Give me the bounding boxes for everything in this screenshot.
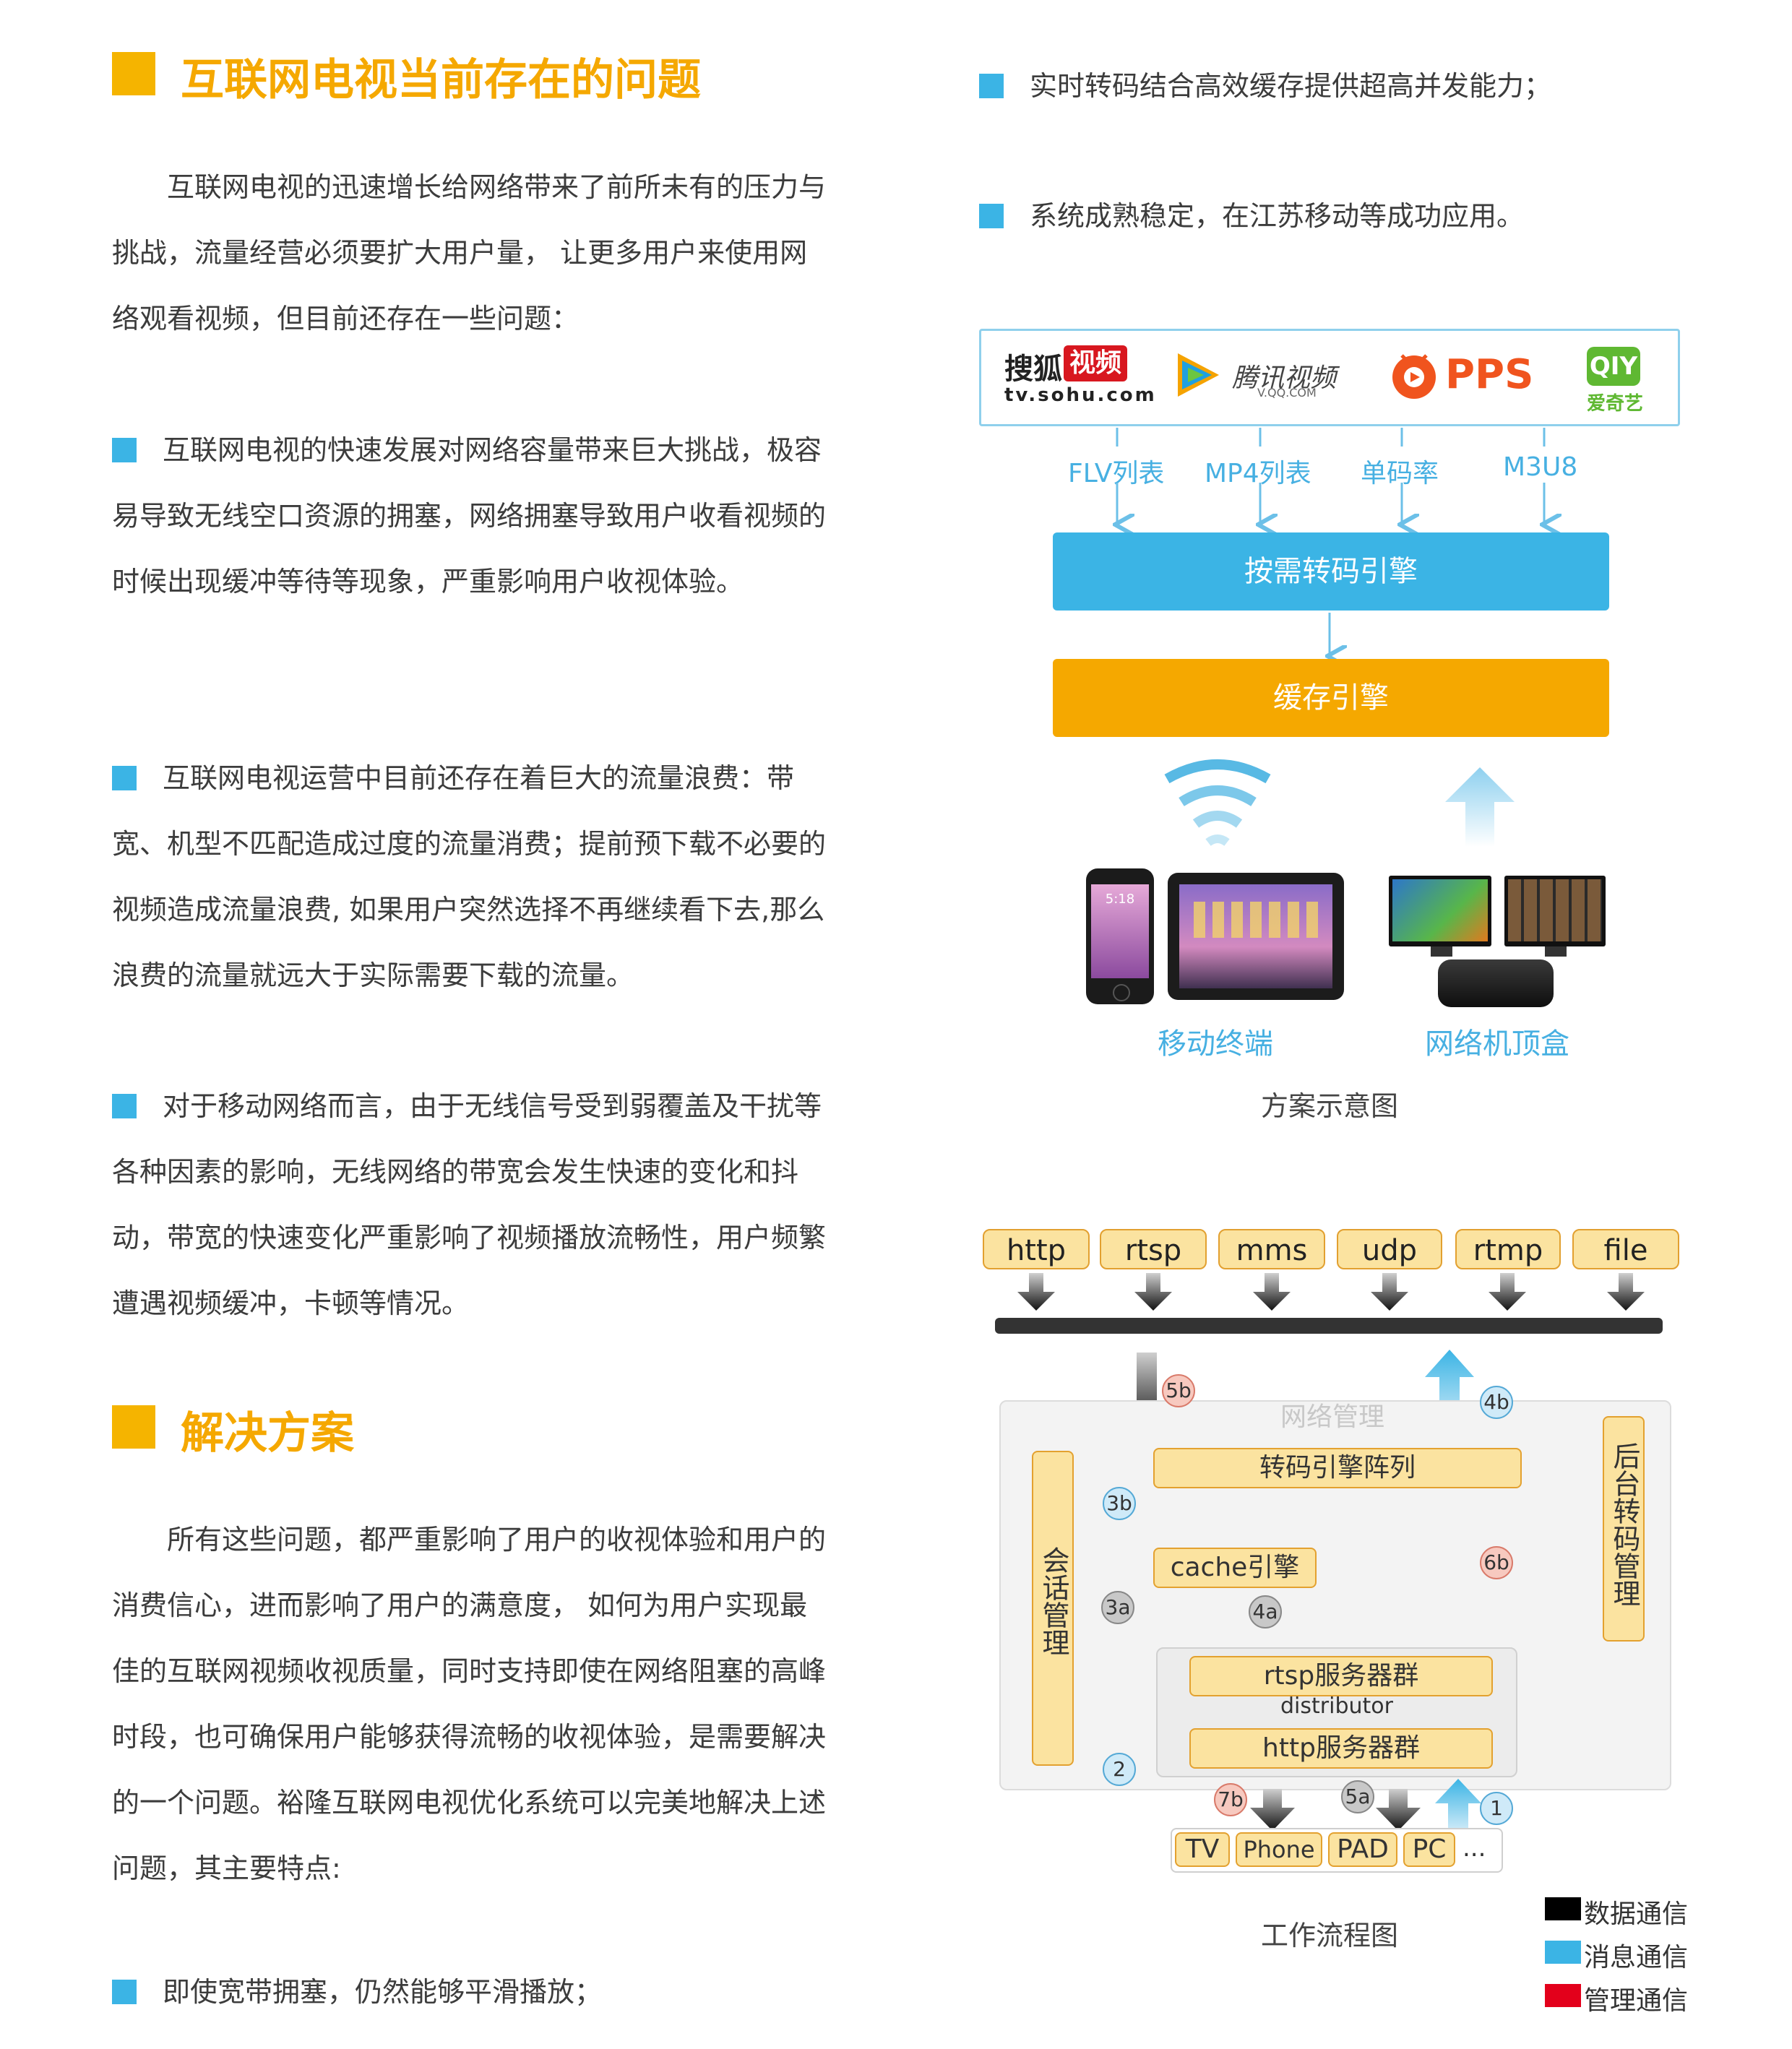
bullet-item-traffic-waste: 互联网电视运营中目前还存在着巨大的流量浪费：带宽、机型不匹配造成过度的流量消费；… <box>112 762 827 991</box>
feature-bullet-concurrency: 实时转码结合高效缓存提供超高并发能力； <box>979 64 1551 103</box>
legend-swatch-management <box>1545 1984 1581 2007</box>
step-7b: 7b <box>1214 1783 1247 1816</box>
step-5b: 5b <box>1162 1374 1195 1407</box>
session-management-box: 会话管理 <box>1032 1451 1074 1766</box>
feature-bullet-stability: 系统成熟稳定，在江苏移动等成功应用。 <box>979 194 1524 233</box>
tv-stand <box>1545 946 1567 957</box>
set-top-box-image <box>1438 959 1554 1007</box>
bullet-marker <box>979 74 1004 98</box>
solution-paragraph: 所有这些问题，都严重影响了用户的收视体验和用户的消费信心，进而影响了用户的满意度… <box>112 1524 827 1884</box>
bullet-marker <box>979 204 1004 228</box>
device-flow-arrows <box>1250 1779 1481 1834</box>
format-label-mp4: MP4列表 <box>1205 459 1311 488</box>
heading-marker <box>112 52 155 95</box>
diagram1-connector-arrows <box>975 428 1684 744</box>
protocol-rtsp: rtsp <box>1100 1229 1207 1269</box>
cache-engine-box: cache引擎 <box>1153 1548 1317 1588</box>
cache-engine: 缓存引擎 <box>1053 659 1609 737</box>
step-6b: 6b <box>1480 1546 1513 1579</box>
mobile-terminal-label: 移动终端 <box>1158 1027 1273 1061</box>
protocol-file: file <box>1572 1229 1679 1269</box>
protocol-rtmp: rtmp <box>1455 1229 1561 1269</box>
http-server-group: http服务器群 <box>1189 1728 1493 1769</box>
session-management-label: 会话管理 <box>1038 1546 1069 1656</box>
sohu-logo-badge: 视频 <box>1064 345 1128 381</box>
bullet-marker <box>112 766 137 790</box>
step-4a: 4a <box>1249 1595 1282 1629</box>
device-more: ... <box>1463 1834 1486 1863</box>
legend-label-management: 管理通信 <box>1584 1986 1689 2016</box>
sohu-logo-url: tv.sohu.com <box>1004 384 1157 406</box>
tv-image <box>1389 876 1491 946</box>
step-2: 2 <box>1103 1753 1136 1786</box>
backend-transcode-management-label: 后台转码管理 <box>1608 1442 1640 1607</box>
tv-stand <box>1431 946 1452 957</box>
tencent-video-logo-icon <box>1178 353 1219 397</box>
step-4b: 4b <box>1480 1386 1513 1419</box>
wifi-icon <box>1164 759 1271 846</box>
heading-solution: 解决方案 <box>181 1408 354 1459</box>
backend-transcode-management-box: 后台转码管理 <box>1603 1416 1645 1642</box>
set-top-box-label: 网络机顶盒 <box>1425 1027 1569 1061</box>
step-1: 1 <box>1480 1792 1513 1825</box>
device-tv: TV <box>1175 1832 1230 1867</box>
protocol-udp: udp <box>1337 1229 1442 1269</box>
protocol-mms: mms <box>1218 1229 1325 1269</box>
diagram1-caption: 方案示意图 <box>1261 1090 1399 1122</box>
device-pc: PC <box>1403 1832 1455 1867</box>
intro-paragraph: 互联网电视的迅速增长给网络带来了前所未有的压力与挑战，流量经营必须要扩大用户量，… <box>112 171 827 335</box>
tv-image <box>1504 876 1606 946</box>
pps-logo-icon <box>1392 354 1436 399</box>
legend-swatch-data <box>1545 1897 1581 1920</box>
distributor-label: distributor <box>1280 1694 1393 1719</box>
iqiyi-logo-badge: QIY <box>1587 347 1640 386</box>
bullet-item-wireless: 对于移动网络而言，由于无线信号受到弱覆盖及干扰等各种因素的影响，无线网络的带宽会… <box>112 1090 827 1319</box>
tencent-logo-url: V.QQ.COM <box>1257 386 1317 400</box>
bullet-item-smooth-playback: 即使宽带拥塞，仍然能够平滑播放； <box>112 1959 827 2025</box>
legend-label-message: 消息通信 <box>1584 1943 1689 1972</box>
iqiyi-logo-text: 爱奇艺 <box>1587 393 1644 415</box>
legend-label-data: 数据通信 <box>1584 1899 1689 1929</box>
heading-problems: 互联网电视当前存在的问题 <box>181 55 701 105</box>
bullet-marker <box>112 1094 137 1118</box>
upload-arrow-icon <box>1445 767 1515 847</box>
device-phone: Phone <box>1236 1832 1322 1867</box>
heading-marker <box>112 1405 155 1449</box>
sohu-logo-text: 搜狐 <box>1004 353 1062 386</box>
tablet-image <box>1168 873 1344 1000</box>
diagram2-caption: 工作流程图 <box>1261 1920 1399 1951</box>
protocol-http: http <box>983 1229 1090 1269</box>
pps-logo-text: PPS <box>1445 351 1534 398</box>
step-3b: 3b <box>1103 1487 1136 1520</box>
transcode-engine-array: 转码引擎阵列 <box>1153 1448 1522 1488</box>
device-pad: PAD <box>1328 1832 1397 1867</box>
legend-swatch-message <box>1545 1941 1581 1964</box>
on-demand-transcode-engine: 按需转码引擎 <box>1053 532 1609 611</box>
step-5a: 5a <box>1341 1780 1374 1813</box>
rtsp-server-group: rtsp服务器群 <box>1189 1656 1493 1696</box>
tencent-logo-text: 腾讯视频 <box>1232 363 1337 393</box>
bullet-marker <box>112 1980 137 2004</box>
network-management-label: 网络管理 <box>1280 1402 1385 1432</box>
format-label-m3u8: M3U8 <box>1503 452 1578 482</box>
phone-clock: 5:18 <box>1105 892 1135 907</box>
video-source-logos-box <box>979 329 1680 426</box>
bullet-marker <box>112 438 137 462</box>
bullet-item-capacity: 互联网电视的快速发展对网络容量带来巨大挑战，极容易导致无线空口资源的拥塞，网络拥… <box>112 434 827 598</box>
step-3a: 3a <box>1101 1591 1134 1624</box>
smartphone-image: 5:18 <box>1086 868 1154 1004</box>
format-label-single-bitrate: 单码率 <box>1361 459 1439 488</box>
